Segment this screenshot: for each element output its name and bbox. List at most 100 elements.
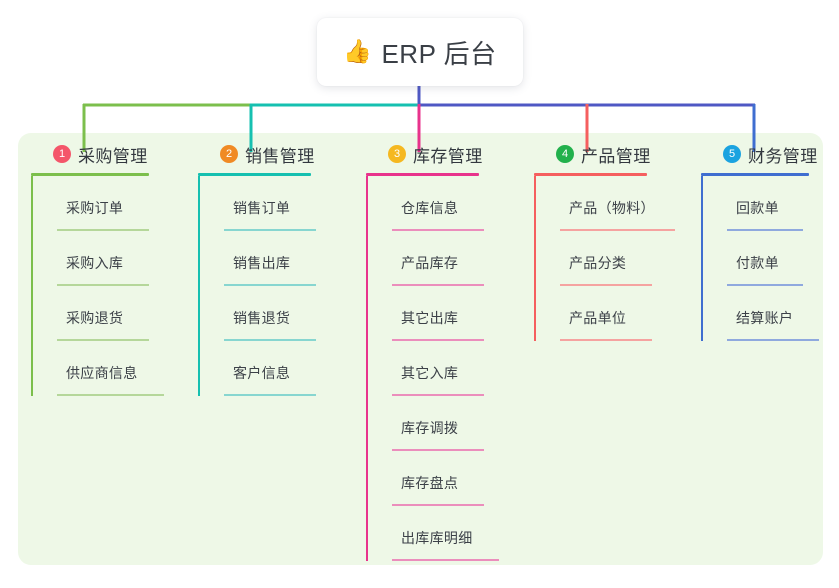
list-item[interactable]: 销售订单 bbox=[201, 176, 316, 231]
list-item-rule bbox=[224, 394, 316, 396]
column-财务管理: 5 财务管理回款单付款单结算账户 bbox=[701, 141, 819, 341]
list-item-rule bbox=[57, 339, 149, 341]
list-item-label: 库存调拨 bbox=[401, 420, 459, 436]
list-item-rule bbox=[392, 504, 484, 506]
list-item-rule bbox=[392, 449, 484, 451]
column-title: 财务管理 bbox=[748, 146, 818, 166]
list-item-rule bbox=[727, 229, 803, 231]
column-items: 采购订单采购入库采购退货供应商信息 bbox=[31, 176, 164, 396]
column-spine bbox=[701, 176, 703, 341]
list-item-label: 销售订单 bbox=[233, 200, 291, 216]
list-item-label: 产品单位 bbox=[569, 310, 627, 326]
list-item[interactable]: 库存盘点 bbox=[369, 451, 484, 506]
list-item-rule bbox=[392, 339, 484, 341]
column-header[interactable]: 5 财务管理 bbox=[701, 141, 818, 167]
list-item-rule bbox=[727, 339, 819, 341]
list-item-rule bbox=[392, 559, 499, 561]
list-item-rule bbox=[57, 394, 164, 396]
list-item-label: 结算账户 bbox=[736, 310, 794, 326]
list-item[interactable]: 采购退货 bbox=[34, 286, 149, 341]
list-item[interactable]: 销售出库 bbox=[201, 231, 316, 286]
list-item-label: 其它入库 bbox=[401, 365, 459, 381]
columns-panel bbox=[18, 133, 823, 565]
list-item[interactable]: 结算账户 bbox=[704, 286, 819, 341]
list-item[interactable]: 客户信息 bbox=[201, 341, 316, 396]
list-item-rule bbox=[560, 339, 652, 341]
list-item[interactable]: 产品（物料） bbox=[537, 176, 675, 231]
list-item[interactable]: 出库库明细 bbox=[369, 506, 499, 561]
list-item[interactable]: 供应商信息 bbox=[34, 341, 164, 396]
list-item[interactable]: 其它出库 bbox=[369, 286, 484, 341]
list-item-rule bbox=[392, 284, 484, 286]
column-header-rule bbox=[31, 173, 149, 176]
list-item[interactable]: 产品库存 bbox=[369, 231, 484, 286]
list-item[interactable]: 付款单 bbox=[704, 231, 818, 286]
list-item-label: 销售退货 bbox=[233, 310, 291, 326]
list-item-rule bbox=[727, 284, 803, 286]
column-header[interactable]: 4 产品管理 bbox=[534, 141, 651, 167]
list-item-rule bbox=[560, 284, 652, 286]
list-item-label: 付款单 bbox=[736, 255, 779, 271]
column-title: 库存管理 bbox=[413, 146, 483, 166]
column-items: 回款单付款单结算账户 bbox=[701, 176, 819, 341]
column-spine bbox=[198, 176, 200, 396]
column-header[interactable]: 3 库存管理 bbox=[366, 141, 483, 167]
column-header-rule bbox=[198, 173, 311, 176]
column-header[interactable]: 2 销售管理 bbox=[198, 141, 315, 167]
list-item-label: 销售出库 bbox=[233, 255, 291, 271]
list-item-rule bbox=[224, 229, 316, 231]
list-item[interactable]: 库存调拨 bbox=[369, 396, 484, 451]
column-items: 产品（物料） 产品分类产品单位 bbox=[534, 176, 675, 341]
column-number-badge: 1 bbox=[53, 145, 71, 163]
column-产品管理: 4 产品管理产品（物料） 产品分类产品单位 bbox=[534, 141, 675, 341]
root-node[interactable]: 👍 ERP 后台 bbox=[317, 18, 523, 86]
column-spine bbox=[534, 176, 536, 341]
column-title: 产品管理 bbox=[581, 146, 651, 166]
list-item-label: 仓库信息 bbox=[401, 200, 459, 216]
list-item-label: 库存盘点 bbox=[401, 475, 459, 491]
list-item[interactable]: 产品分类 bbox=[537, 231, 652, 286]
list-item[interactable]: 销售退货 bbox=[201, 286, 316, 341]
column-库存管理: 3 库存管理仓库信息产品库存其它出库其它入库库存调拨库存盘点出库库明细 bbox=[366, 141, 499, 561]
column-销售管理: 2 销售管理销售订单销售出库销售退货客户信息 bbox=[198, 141, 316, 396]
column-items: 仓库信息产品库存其它出库其它入库库存调拨库存盘点出库库明细 bbox=[366, 176, 499, 561]
list-item-label: 采购订单 bbox=[66, 200, 124, 216]
list-item[interactable]: 产品单位 bbox=[537, 286, 652, 341]
column-spine bbox=[366, 176, 368, 561]
list-item-label: 其它出库 bbox=[401, 310, 459, 326]
list-item[interactable]: 其它入库 bbox=[369, 341, 484, 396]
list-item[interactable]: 采购订单 bbox=[34, 176, 149, 231]
list-item[interactable]: 仓库信息 bbox=[369, 176, 484, 231]
list-item[interactable]: 回款单 bbox=[704, 176, 818, 231]
list-item[interactable]: 采购入库 bbox=[34, 231, 149, 286]
list-item-rule bbox=[392, 394, 484, 396]
list-item-rule bbox=[560, 229, 675, 231]
root-title-text: ERP 后台 bbox=[381, 38, 497, 69]
column-header-rule bbox=[701, 173, 809, 176]
list-item-label: 供应商信息 bbox=[66, 365, 138, 381]
list-item-label: 产品分类 bbox=[569, 255, 627, 271]
list-item-rule bbox=[392, 229, 484, 231]
list-item-rule bbox=[224, 284, 316, 286]
column-number-badge: 2 bbox=[220, 145, 238, 163]
list-item-label: 产品库存 bbox=[401, 255, 459, 271]
list-item-label: 采购退货 bbox=[66, 310, 124, 326]
list-item-label: 客户信息 bbox=[233, 365, 291, 381]
column-number-badge: 5 bbox=[723, 145, 741, 163]
root-node-label: 👍 ERP 后台 bbox=[343, 34, 496, 71]
column-header-rule bbox=[366, 173, 479, 176]
column-number-badge: 3 bbox=[388, 145, 406, 163]
list-item-label: 采购入库 bbox=[66, 255, 124, 271]
column-spine bbox=[31, 176, 33, 396]
column-items: 销售订单销售出库销售退货客户信息 bbox=[198, 176, 316, 396]
list-item-label: 回款单 bbox=[736, 200, 779, 216]
column-header-rule bbox=[534, 173, 647, 176]
thumbs-up-icon: 👍 bbox=[343, 37, 373, 64]
column-number-badge: 4 bbox=[556, 145, 574, 163]
list-item-label: 出库库明细 bbox=[401, 530, 473, 546]
list-item-label: 产品（物料） bbox=[569, 200, 655, 216]
column-title: 销售管理 bbox=[245, 146, 315, 166]
